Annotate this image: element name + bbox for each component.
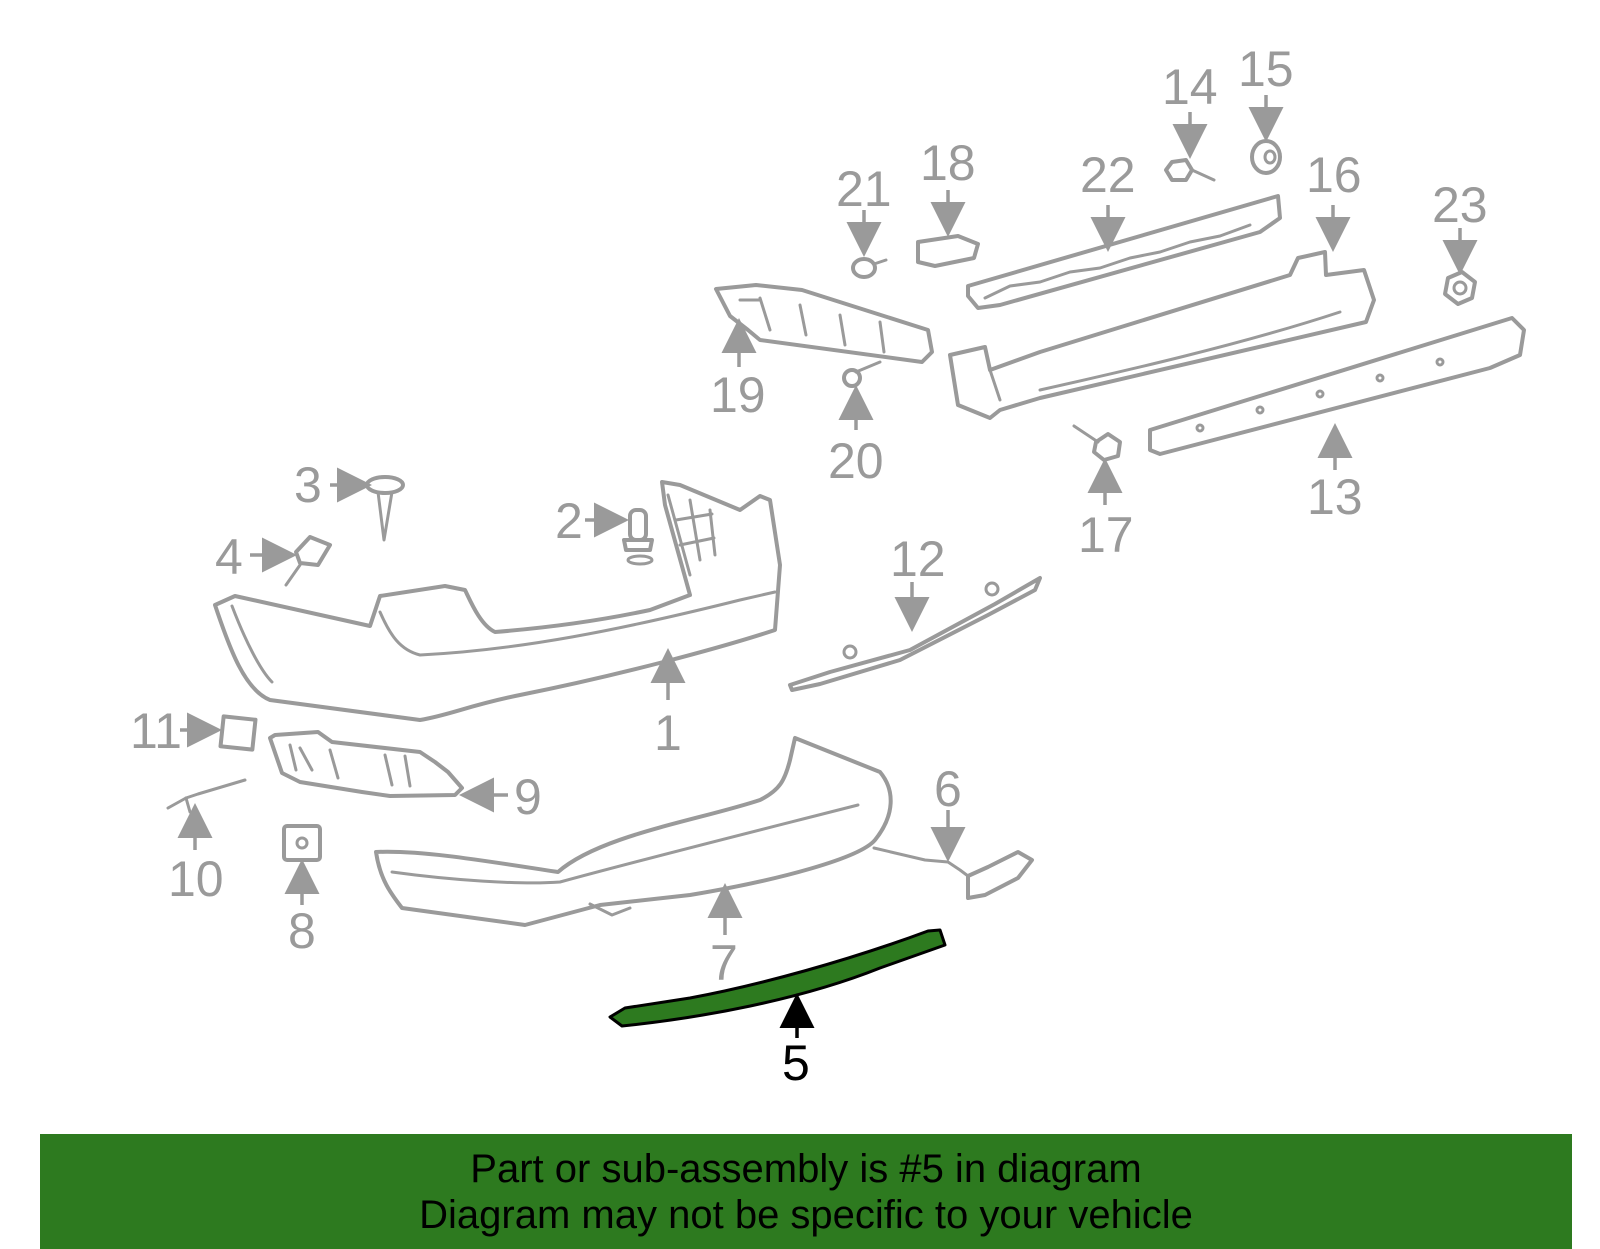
- part-19-bracket: [714, 283, 934, 364]
- part-10-pin: [166, 778, 247, 814]
- callout-10: 10: [168, 851, 224, 907]
- callout-13: 13: [1307, 469, 1363, 525]
- banner-line-2: Diagram may not be specific to your vehi…: [419, 1193, 1193, 1237]
- callout-11: 11: [130, 703, 182, 759]
- part-11-pad: [218, 714, 258, 752]
- part-20-screw: [842, 360, 882, 388]
- part-1-bumper-cover: [213, 480, 782, 722]
- callout-20: 20: [828, 433, 884, 489]
- callout-3: 3: [294, 457, 322, 513]
- callout-17: 17: [1078, 507, 1134, 563]
- part-8-clip-nut: [282, 824, 322, 862]
- callout-18: 18: [920, 135, 976, 191]
- callout-1: 1: [654, 705, 682, 761]
- parts-diagram: 1 2 3 4 5 6 7 8 9 10 11 12 13 14 15 16 1…: [130, 41, 1526, 1091]
- part-17-bolt: [1072, 424, 1122, 462]
- part-23-nut: [1443, 270, 1477, 306]
- callout-22: 22: [1080, 147, 1136, 203]
- part-5-molding-highlighted: [608, 928, 947, 1028]
- callout-14: 14: [1162, 59, 1218, 115]
- callout-9: 9: [514, 769, 542, 825]
- part-21-bolt: [851, 257, 888, 279]
- callout-8: 8: [288, 903, 316, 959]
- callout-2: 2: [555, 493, 583, 549]
- part-7-lower-valance: [374, 736, 893, 927]
- part-3-screw: [365, 475, 405, 542]
- part-15-nut: [1250, 139, 1282, 175]
- callout-16: 16: [1306, 147, 1362, 203]
- part-18-clip: [916, 234, 980, 268]
- callout-5: 5: [782, 1035, 810, 1091]
- part-4-sensor: [284, 535, 332, 587]
- part-14-bolt: [1164, 158, 1216, 182]
- callout-4: 4: [215, 529, 243, 585]
- callout-23: 23: [1432, 177, 1488, 233]
- part-9-bracket: [268, 730, 464, 798]
- part-22-absorber: [966, 194, 1282, 310]
- callout-19: 19: [710, 367, 766, 423]
- info-banner: Part or sub-assembly is #5 in diagram Di…: [40, 1134, 1572, 1249]
- callout-21: 21: [836, 161, 892, 217]
- part-16-reinforcement: [948, 250, 1376, 420]
- part-2-push-pin: [622, 508, 654, 566]
- banner-line-1: Part or sub-assembly is #5 in diagram: [470, 1147, 1142, 1191]
- callout-7: 7: [710, 935, 738, 991]
- part-12-trim: [788, 576, 1042, 692]
- callout-12: 12: [890, 531, 946, 587]
- callout-15: 15: [1238, 41, 1294, 97]
- part-6-harness: [872, 846, 1034, 900]
- part-13-impact-bar: [1148, 316, 1526, 456]
- callout-6: 6: [934, 761, 962, 817]
